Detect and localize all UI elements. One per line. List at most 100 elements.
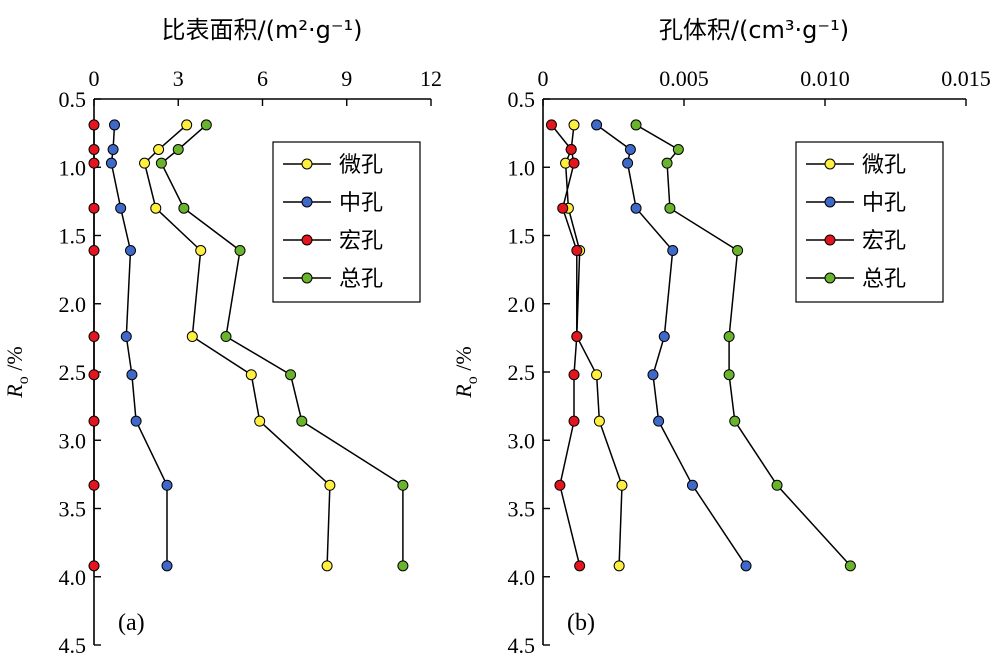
data-point bbox=[653, 415, 665, 427]
data-point bbox=[568, 415, 580, 427]
y-tick-label: 0.5 bbox=[508, 87, 536, 112]
data-point bbox=[153, 144, 165, 156]
legend-label: 宏孔 bbox=[862, 229, 906, 254]
series-line-0 bbox=[564, 124, 623, 566]
data-point bbox=[630, 119, 642, 131]
legend-marker bbox=[301, 196, 313, 208]
legend-marker bbox=[824, 196, 836, 208]
data-point bbox=[88, 331, 100, 343]
data-point bbox=[155, 157, 167, 169]
data-point bbox=[105, 157, 117, 169]
x-tick-label: 0.015 bbox=[941, 66, 991, 91]
data-point bbox=[109, 119, 121, 131]
x-tick-label: 9 bbox=[341, 66, 352, 91]
data-point bbox=[740, 560, 752, 572]
data-point bbox=[88, 479, 100, 491]
data-point bbox=[723, 369, 735, 381]
data-point bbox=[616, 479, 628, 491]
data-point bbox=[172, 144, 184, 156]
data-point bbox=[844, 560, 856, 572]
data-point bbox=[624, 144, 636, 156]
data-point bbox=[115, 202, 127, 214]
data-point bbox=[664, 202, 676, 214]
legend-marker bbox=[824, 272, 836, 284]
legend-marker bbox=[301, 272, 313, 284]
y-axis-label-unit: /% bbox=[451, 346, 476, 376]
data-point bbox=[571, 331, 583, 343]
x-tick-label: 3 bbox=[173, 66, 184, 91]
y-tick-label: 1.5 bbox=[59, 224, 87, 249]
data-point bbox=[130, 415, 142, 427]
legend-label: 总孔 bbox=[862, 267, 906, 292]
data-point bbox=[88, 119, 100, 131]
legend-marker bbox=[824, 234, 836, 246]
data-point bbox=[88, 202, 100, 214]
data-point bbox=[397, 479, 409, 491]
data-point bbox=[88, 369, 100, 381]
data-point bbox=[545, 119, 557, 131]
y-axis-label-unit: /% bbox=[2, 346, 27, 376]
y-tick-label: 4.0 bbox=[59, 565, 87, 590]
data-point bbox=[161, 479, 173, 491]
data-point bbox=[245, 369, 257, 381]
data-point bbox=[178, 202, 190, 214]
x-tick-label: 0.010 bbox=[800, 66, 850, 91]
data-point bbox=[658, 331, 670, 343]
data-point bbox=[254, 415, 266, 427]
legend-label: 微孔 bbox=[339, 153, 383, 178]
y-tick-label: 1.5 bbox=[508, 224, 536, 249]
x-tick-label: 0.005 bbox=[659, 66, 709, 91]
y-tick-label: 2.0 bbox=[59, 292, 87, 317]
data-point bbox=[622, 157, 634, 169]
legend-box bbox=[272, 141, 421, 303]
data-point bbox=[139, 157, 151, 169]
data-point bbox=[186, 331, 198, 343]
data-point bbox=[591, 369, 603, 381]
data-point bbox=[565, 144, 577, 156]
data-point bbox=[574, 560, 586, 572]
x-axis-title: 孔体积/(cm³·g⁻¹) bbox=[659, 16, 849, 44]
data-point bbox=[181, 119, 193, 131]
y-tick-label: 4.0 bbox=[508, 565, 536, 590]
data-point bbox=[672, 144, 684, 156]
data-point bbox=[568, 369, 580, 381]
y-axis-label-subscript: o bbox=[464, 376, 481, 384]
data-point bbox=[296, 415, 308, 427]
legend-box bbox=[795, 141, 944, 303]
y-tick-label: 4.5 bbox=[59, 633, 87, 658]
y-tick-label: 0.5 bbox=[59, 87, 87, 112]
data-point bbox=[723, 331, 735, 343]
legend-label: 宏孔 bbox=[339, 229, 383, 254]
data-point bbox=[771, 479, 783, 491]
data-point bbox=[161, 560, 173, 572]
y-tick-label: 3.5 bbox=[59, 497, 87, 522]
data-point bbox=[234, 245, 246, 257]
y-axis-label: Ro /% bbox=[2, 346, 32, 398]
legend-label: 中孔 bbox=[862, 191, 906, 216]
data-point bbox=[126, 369, 138, 381]
data-point bbox=[220, 331, 232, 343]
panel-label: (a) bbox=[118, 610, 145, 636]
data-point bbox=[557, 202, 569, 214]
series-line-0 bbox=[143, 124, 331, 566]
y-tick-label: 2.5 bbox=[59, 360, 87, 385]
y-axis-label: Ro /% bbox=[451, 346, 481, 398]
data-point bbox=[321, 560, 333, 572]
data-point bbox=[88, 144, 100, 156]
y-axis-label-symbol: R bbox=[2, 384, 27, 399]
data-point bbox=[125, 245, 137, 257]
legend-marker bbox=[824, 158, 836, 170]
data-point bbox=[571, 245, 583, 257]
data-point bbox=[647, 369, 659, 381]
series-line-1 bbox=[596, 124, 747, 567]
data-point bbox=[667, 245, 679, 257]
data-point bbox=[88, 560, 100, 572]
x-tick-label: 12 bbox=[420, 66, 442, 91]
y-tick-label: 3.0 bbox=[59, 428, 87, 453]
data-point bbox=[285, 369, 297, 381]
x-tick-label: 0 bbox=[89, 66, 100, 91]
series-line-3 bbox=[160, 124, 404, 566]
